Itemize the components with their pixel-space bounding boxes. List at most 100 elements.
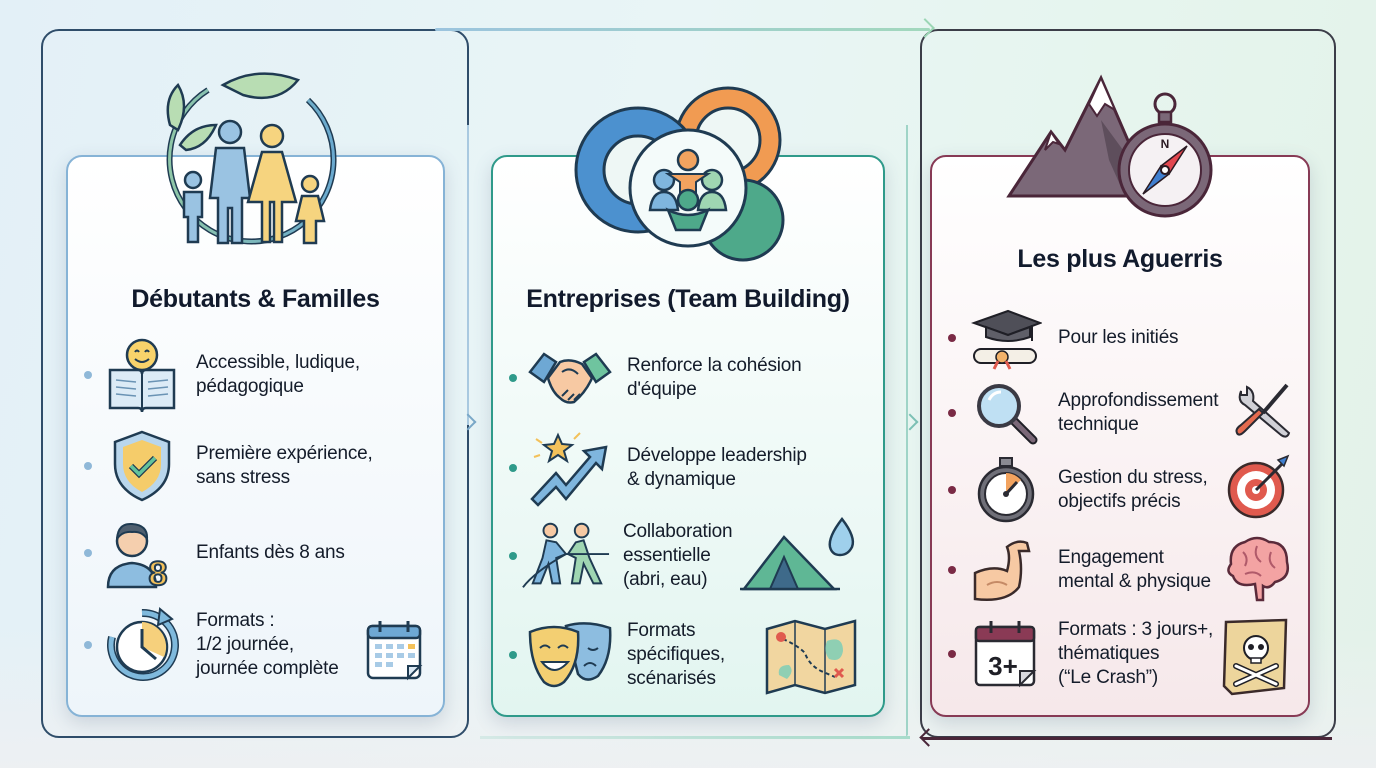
bullet [948, 334, 956, 342]
text-line: Engagement [1058, 547, 1164, 568]
list-item: Collaboration essentielle (abri, eau) [509, 518, 733, 594]
divider-line [467, 125, 469, 425]
item-text: Formats : 3 jours+, thématiques (“Le Cra… [1058, 618, 1213, 690]
bullet [948, 486, 956, 494]
text-line: Formats [627, 620, 696, 641]
target-arrow-icon [1225, 453, 1293, 521]
list-item: Pour les initiés [948, 305, 1179, 371]
text-line: (abri, eau) [623, 569, 708, 590]
star-growth-arrow-icon [525, 428, 615, 508]
chevron-right-icon [901, 413, 919, 431]
item-text: Formats spécifiques, scénarisés [627, 619, 725, 691]
item-text: Approfondissement technique [1058, 389, 1219, 437]
bullet [948, 566, 956, 574]
child-age-8-icon: 8 [100, 515, 184, 591]
text-line: d'équipe [627, 379, 697, 400]
text-line: essentielle [623, 545, 711, 566]
clock-refresh-icon [100, 605, 184, 685]
tug-of-war-icon [521, 518, 611, 594]
list-item: Formats spécifiques, scénarisés [509, 617, 725, 693]
stopwatch-icon [968, 455, 1044, 525]
brain-icon [1222, 533, 1294, 605]
text-line: & dynamique [627, 469, 736, 490]
text-line: Formats : [196, 610, 275, 631]
list-item: 3+ Formats : 3 jours+, thématiques (“Le … [948, 618, 1213, 690]
text-line: Formats : 3 jours+, [1058, 619, 1214, 640]
text-line: mental & physique [1058, 571, 1211, 592]
list-item: Gestion du stress, objectifs précis [948, 455, 1208, 525]
smiling-book-icon [100, 335, 184, 415]
bullet [84, 371, 92, 379]
bullet [509, 552, 517, 560]
bullet [509, 374, 517, 382]
calendar-icon [364, 617, 424, 683]
treasure-map-icon [765, 618, 857, 696]
list-item: Développe leadership & dynamique [509, 428, 807, 508]
flexed-arm-icon [968, 535, 1044, 605]
text-line: Renforce la cohésion [627, 355, 802, 376]
mountain-compass-icon: N [1000, 65, 1230, 225]
item-text: Renforce la cohésion d'équipe [627, 354, 802, 402]
text-line: Première expérience, [196, 443, 373, 464]
theater-masks-icon [525, 617, 615, 693]
bullet [509, 464, 517, 472]
list-item: Engagement mental & physique [948, 535, 1211, 605]
divider-line [906, 125, 908, 736]
list-item: 8 Enfants dès 8 ans [84, 515, 345, 591]
list-item: Renforce la cohésion d'équipe [509, 345, 802, 411]
bullet [948, 409, 956, 417]
family-in-leaf-circle-icon [140, 55, 365, 255]
text-line: objectifs précis [1058, 491, 1181, 512]
item-text: Accessible, ludique, pédagogique [196, 351, 360, 399]
item-text: Formats : 1/2 journée, journée complète [196, 609, 339, 681]
bottom-connector-line [480, 736, 910, 739]
bullet [84, 462, 92, 470]
tent-water-drop-icon [740, 515, 860, 595]
item-text: Développe leadership & dynamique [627, 444, 807, 492]
text-line: Approfondissement [1058, 390, 1219, 411]
text-line: technique [1058, 414, 1139, 435]
business-title: Entreprises (Team Building) [526, 285, 850, 313]
svg-text:8: 8 [149, 555, 168, 589]
text-line: spécifiques, [627, 644, 725, 665]
item-text: Collaboration essentielle (abri, eau) [623, 520, 733, 592]
list-item: Première expérience, sans stress [84, 428, 373, 504]
wrench-screwdriver-icon [1232, 380, 1294, 442]
text-line: (“Le Crash”) [1058, 667, 1159, 688]
text-line: Gestion du stress, [1058, 467, 1208, 488]
bullet [84, 549, 92, 557]
progress-connector-line [435, 28, 930, 31]
calendar-3plus-icon: 3+ [968, 618, 1044, 690]
shield-check-icon [100, 428, 184, 504]
item-text: Engagement mental & physique [1058, 546, 1211, 594]
bullet [948, 650, 956, 658]
svg-text:N: N [1161, 137, 1170, 151]
bullet [509, 651, 517, 659]
experienced-title: Les plus Aguerris [1017, 245, 1223, 273]
list-item: Formats : 1/2 journée, journée complète [84, 605, 339, 685]
text-line: Accessible, ludique, [196, 352, 360, 373]
graduation-cap-diploma-icon [968, 305, 1044, 371]
beginners-title: Débutants & Familles [131, 285, 380, 313]
gears-team-icon [560, 70, 805, 270]
list-item: Approfondissement technique [948, 380, 1219, 446]
item-text: Gestion du stress, objectifs précis [1058, 466, 1208, 514]
text-line: thématiques [1058, 643, 1160, 664]
text-line: scénarisés [627, 668, 716, 689]
svg-text:3+: 3+ [988, 651, 1018, 681]
text-line: 1/2 journée, [196, 634, 294, 655]
text-line: journée complète [196, 658, 339, 679]
skull-map-icon [1218, 617, 1294, 699]
magnifying-glass-icon [968, 380, 1044, 446]
item-text: Enfants dès 8 ans [196, 542, 345, 563]
text-line: sans stress [196, 467, 290, 488]
bullet [84, 641, 92, 649]
handshake-icon [525, 345, 615, 411]
item-text: Première expérience, sans stress [196, 442, 373, 490]
text-line: Collaboration [623, 521, 733, 542]
return-connector-line [922, 737, 1332, 740]
text-line: pédagogique [196, 376, 304, 397]
item-text: Pour les initiés [1058, 327, 1179, 348]
text-line: Développe leadership [627, 445, 807, 466]
list-item: Accessible, ludique, pédagogique [84, 335, 360, 415]
